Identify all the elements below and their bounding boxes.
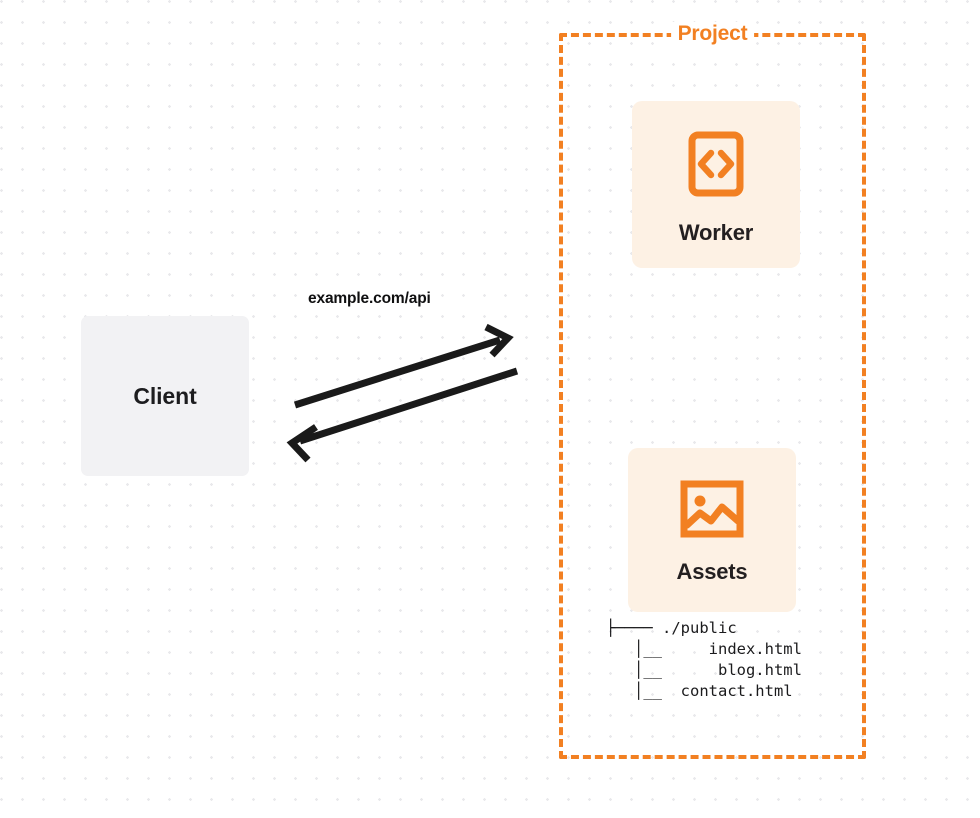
file-tree-text: ├──── ./public │__ index.html │__ blog.h… bbox=[606, 619, 802, 700]
project-title: Project bbox=[670, 22, 755, 46]
node-client[interactable]: Client bbox=[81, 316, 249, 476]
connector-label: example.com/api bbox=[308, 290, 431, 307]
card-worker[interactable]: Worker bbox=[632, 101, 800, 268]
response-arrow-icon bbox=[286, 367, 519, 463]
card-worker-label: Worker bbox=[678, 220, 754, 245]
image-icon bbox=[680, 480, 744, 543]
project-container[interactable]: Project bbox=[559, 22, 866, 759]
card-assets-label: Assets bbox=[676, 559, 748, 584]
assets-file-tree: ├──── ./public │__ index.html │__ blog.h… bbox=[606, 618, 802, 702]
card-assets[interactable]: Assets bbox=[628, 448, 796, 612]
code-brackets-icon bbox=[688, 131, 744, 202]
request-arrow-icon bbox=[293, 323, 514, 409]
node-client-label: Client bbox=[133, 382, 197, 409]
